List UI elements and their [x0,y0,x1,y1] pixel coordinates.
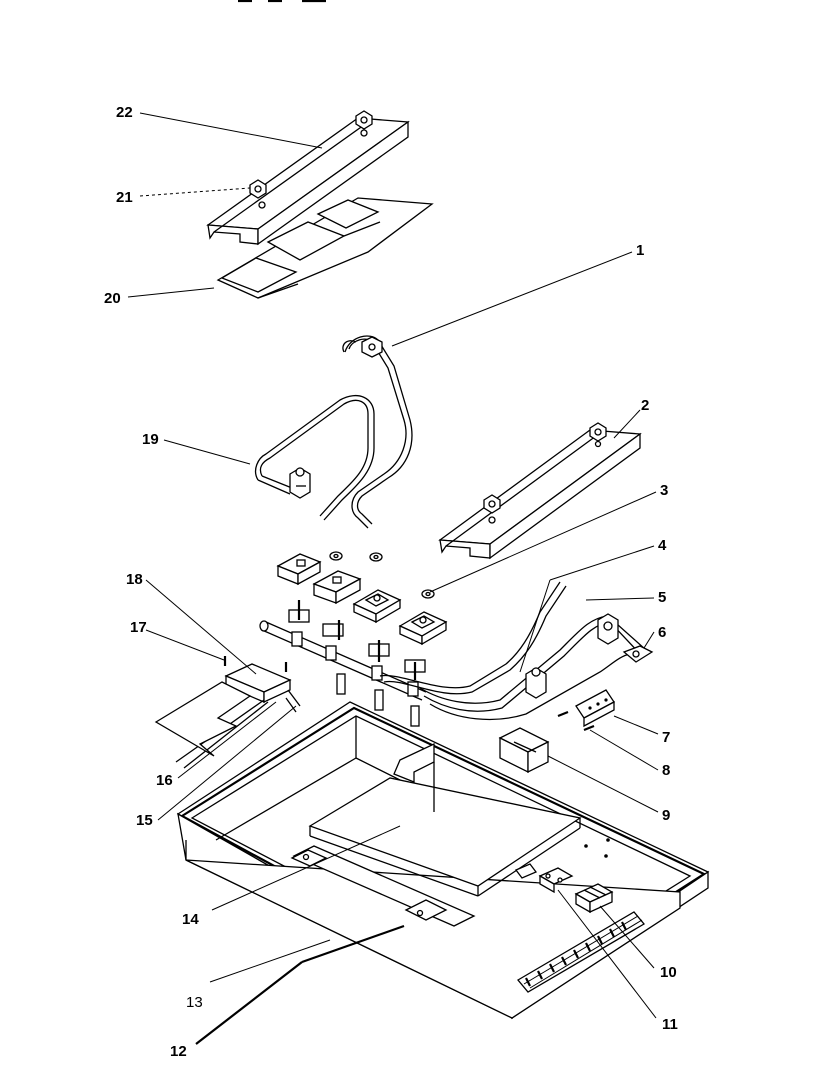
part-2-lower-bracket [438,422,642,560]
callout-6: 6 [658,624,667,641]
part-1-burner-tube [342,335,413,529]
callout-12: 12 [170,1043,187,1060]
callout-10: 10 [660,964,677,981]
callout-1: 1 [636,242,645,259]
callout-4: 4 [658,537,667,554]
part-10-connector [574,883,614,914]
parts-4-5-6-gas-tubes [379,581,654,721]
part-22-upper-bracket [206,117,410,246]
callout-11: 11 [662,1016,678,1033]
part-19-burner-tube [254,395,375,521]
small-bracket-inside [514,863,538,879]
callout-5: 5 [658,589,667,606]
leader-lines [127,112,659,1045]
part-21-burner-nut [249,110,373,199]
callout-17: 17 [130,619,147,636]
callout-16: 16 [156,772,173,789]
callout-19: 19 [142,431,159,448]
callout-3: 3 [660,482,669,499]
callout-8: 8 [662,762,671,779]
callout-7: 7 [662,729,671,746]
part-15-insulator-pad [154,681,252,757]
part-18-control-module [224,662,292,704]
part-13-burner-box [176,701,710,1020]
part-11-mounting-bracket [538,867,574,894]
callout-9: 9 [662,807,671,824]
part-20-heat-shield [216,197,434,299]
callout-15: 15 [136,812,153,829]
callout-13: 13 [186,994,203,1011]
part-9-bracket [498,727,550,774]
gas-manifold [259,600,427,727]
callout-21: 21 [116,189,133,206]
callout-20: 20 [104,290,121,307]
callout-18: 18 [126,571,143,588]
callout-14: 14 [182,911,199,928]
callout-22: 22 [116,104,133,121]
part-3-grommets-and-caps [276,551,448,646]
callout-2: 2 [641,397,650,414]
part-7-terminal-block [575,689,615,728]
part-8-screws [557,710,595,732]
